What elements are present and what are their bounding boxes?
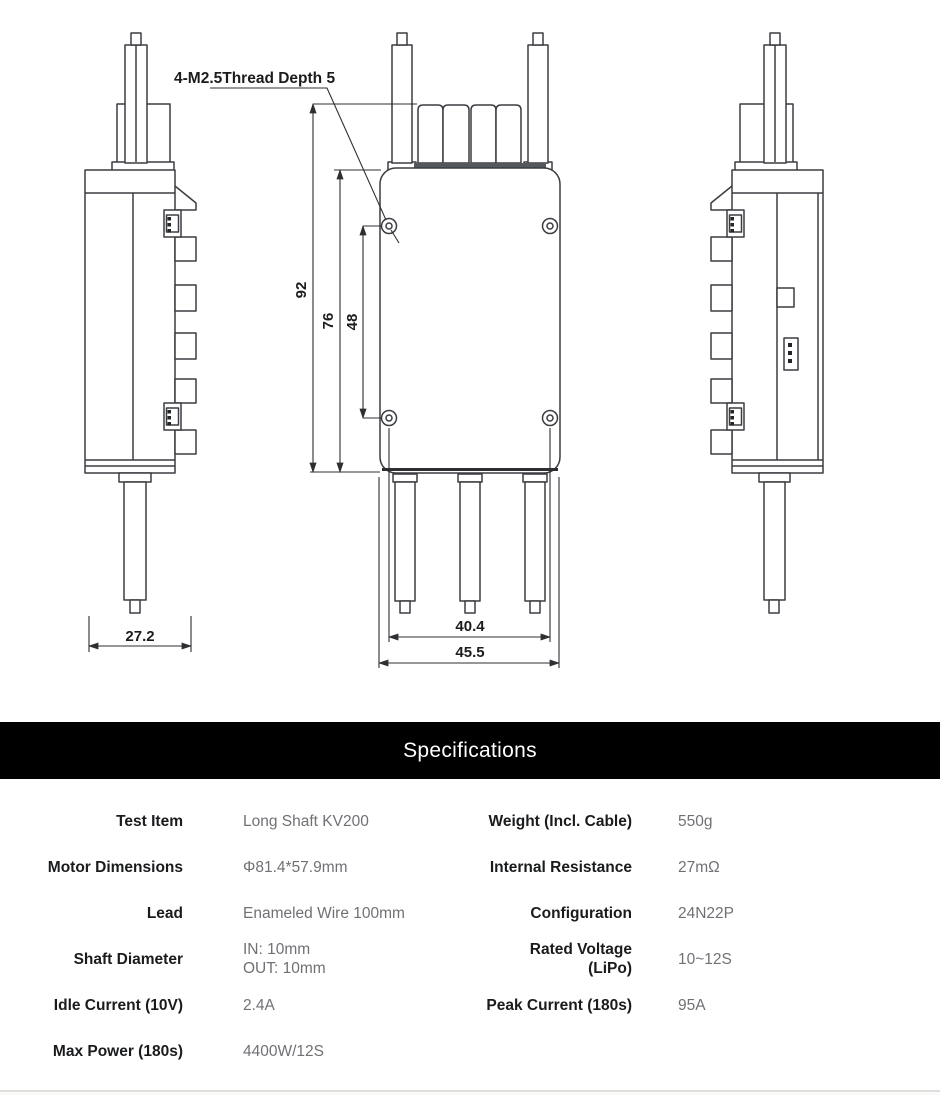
mount-clip-top [726,209,745,238]
table-row: Test Item Long Shaft KV200 Weight (Incl.… [0,798,940,844]
spec-label: Peak Current (180s) [486,996,632,1014]
spec-value: 550g [678,812,713,830]
spec-value: Enameled Wire 100mm [243,904,405,922]
dim-body-height: 76 [320,313,337,330]
dim-hole-spacing-vertical: 48 [344,314,361,331]
screw-holes [380,217,559,427]
spec-label: Internal Resistance [489,858,632,876]
spec-label: Test Item [116,812,183,830]
spec-label: Weight (Incl. Cable) [488,812,632,830]
dim-front-width: 45.5 [455,644,484,661]
specifications-title: Specifications [403,738,537,762]
table-row: Shaft Diameter IN: 10mm OUT: 10mm Rated … [0,936,940,982]
spec-value: Φ81.4*57.9mm [243,858,348,876]
spec-value: 4400W/12S [243,1042,324,1060]
spec-value: 10~12S [678,950,732,968]
signal-connector [783,337,799,371]
spec-value: 95A [678,996,706,1014]
spec-value: 27mΩ [678,858,720,876]
dim-side-width: 27.2 [125,628,154,645]
right-side-view [710,32,824,614]
spec-label: Idle Current (10V) [53,996,183,1014]
wire-block [414,104,546,169]
spec-label: Max Power (180s) [52,1042,183,1060]
spec-label: Lead [146,904,183,922]
dim-hole-spacing-horizontal: 40.4 [455,618,485,635]
spec-value: 24N22P [678,904,735,922]
spec-label: Configuration [530,904,632,922]
table-row: Motor Dimensions Φ81.4*57.9mm Internal R… [0,844,940,890]
spec-value: 2.4A [243,996,275,1014]
spec-value: Long Shaft KV200 [243,812,369,830]
spec-label: Rated Voltage (LiPo) [529,941,632,977]
specifications-header: Specifications [0,722,940,779]
table-row: Max Power (180s) 4400W/12S [0,1028,940,1074]
spec-value: IN: 10mm OUT: 10mm [243,941,326,977]
specifications-table: Test Item Long Shaft KV200 Weight (Incl.… [0,798,940,1074]
mount-clip-top [163,209,182,238]
mount-clip-bottom [163,402,182,431]
spec-label: Motor Dimensions [47,858,183,876]
table-row: Lead Enameled Wire 100mm Configuration 2… [0,890,940,936]
table-row: Idle Current (10V) 2.4A Peak Current (18… [0,982,940,1028]
left-side-view: 27.2 [84,32,197,652]
bottom-pins [392,473,548,614]
spec-label: Shaft Diameter [73,950,183,968]
mount-clip-bottom [726,402,745,431]
page-bottom-divider [0,1090,940,1095]
dim-overall-height: 92 [293,282,310,299]
thread-annotation: 4-M2.5Thread Depth 5 [174,70,335,87]
front-view: 4-M2.5Thread Depth 5 92 76 48 40.4 45.5 [174,32,561,668]
technical-drawing: 27.2 [84,32,824,668]
